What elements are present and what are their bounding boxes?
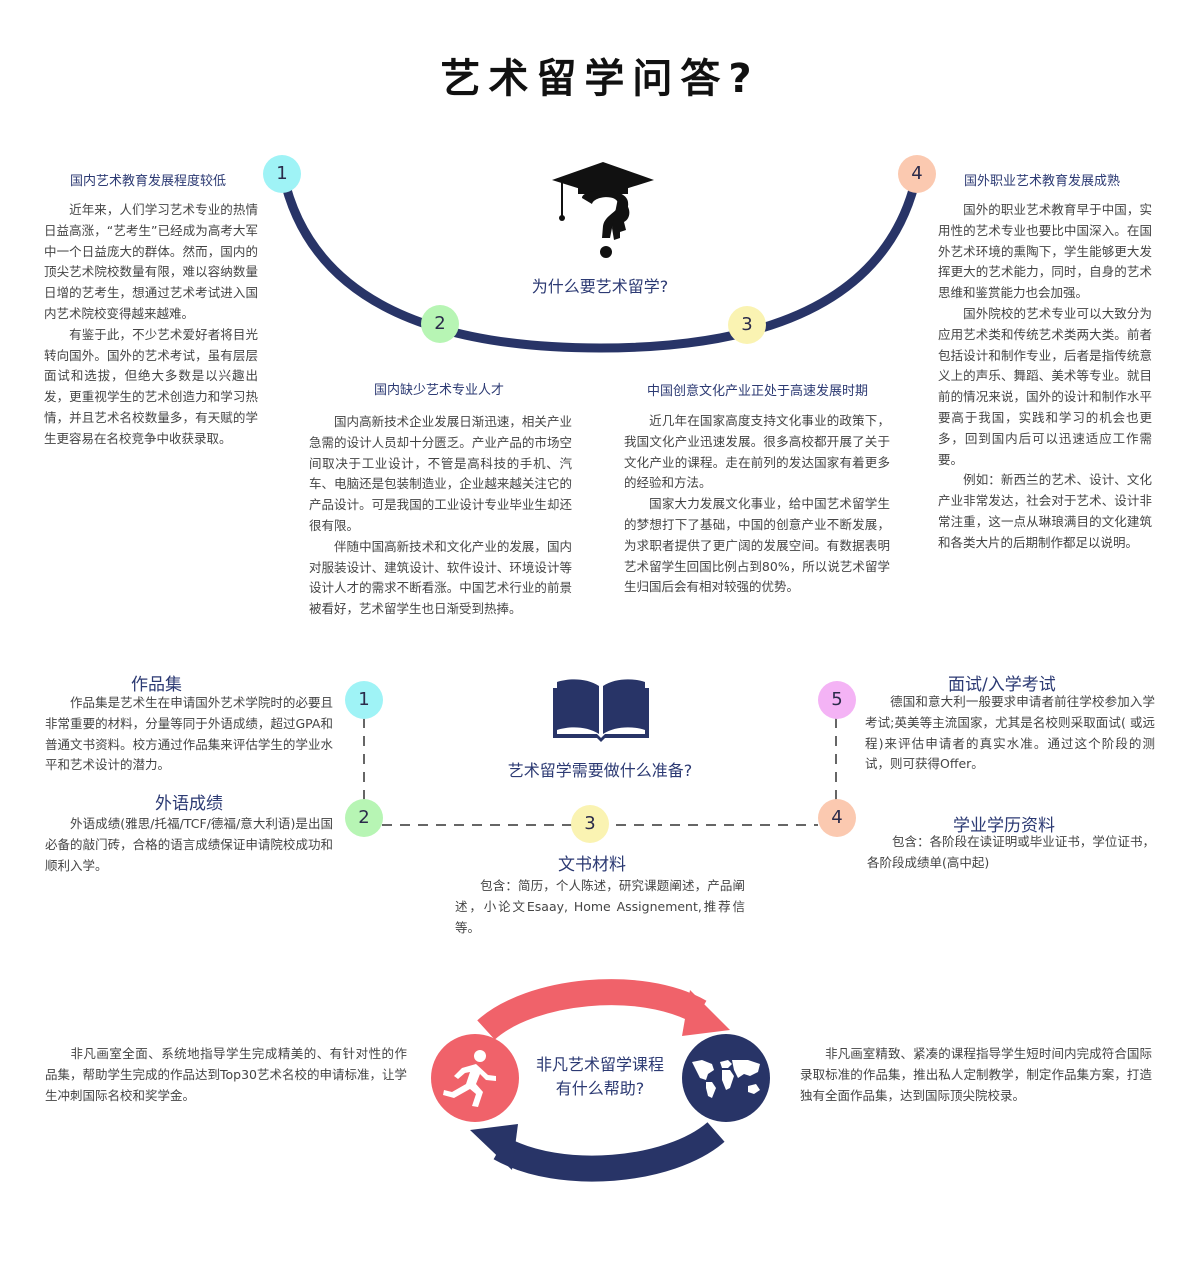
section1-badge-4: 4	[898, 155, 936, 193]
section1-text-4-p1: 国外的职业艺术教育早于中国，实用性的艺术专业也要比中国深入。在国外艺术环境的熏陶…	[938, 202, 1152, 301]
section2-center-label: 艺术留学需要做什么准备?	[507, 761, 693, 780]
section2-heading-5: 面试/入学考试	[948, 675, 1056, 695]
section2-heading-3: 文书材料	[558, 855, 626, 875]
section1-text-3-p2: 国家大力发展文化事业，给中国艺术留学生的梦想打下了基础，中国的创意产业不断发展，…	[624, 496, 890, 595]
section2-heading-2: 外语成绩	[155, 794, 223, 814]
section3-center-label-line2: 有什么帮助?	[555, 1079, 645, 1098]
section1-text-3: 近几年在国家高度支持文化事业的政策下，我国文化产业迅速发展。很多高校都开展了关于…	[624, 411, 890, 598]
section1-heading-3: 中国创意文化产业正处于高速发展时期	[647, 384, 869, 399]
section2-text-2: 外语成绩(雅思/托福/TCF/德福/意大利语)是出国必备的敲门砖，合格的语言成绩…	[45, 816, 333, 873]
section2-badge-5: 5	[818, 681, 856, 719]
section1-text-4-p3: 例如：新西兰的艺术、设计、文化产业非常发达，社会对于艺术、设计非常注重，这一点从…	[938, 472, 1152, 550]
section1-text-4-p2: 国外院校的艺术专业可以大致分为应用艺术类和传统艺术类两大类。前者包括设计和制作专…	[938, 305, 1152, 467]
section1-heading-1: 国内艺术教育发展程度较低	[70, 174, 227, 189]
section2-heading-1: 作品集	[131, 675, 182, 695]
section2-badge-1: 1	[345, 681, 383, 719]
section1-text-1-p1: 近年来，人们学习艺术专业的热情日益高涨，“艺考生”已经成为高考大军中一个日益庞大…	[44, 202, 258, 321]
section2-badge-3: 3	[571, 805, 609, 843]
section2-badge-2: 2	[345, 799, 383, 837]
graduation-cap-question-icon	[552, 162, 654, 258]
page-title: 艺术留学问答?	[440, 56, 760, 102]
section1-center-label: 为什么要艺术留学?	[531, 277, 669, 296]
section2-text-3: 包含：简历，个人陈述，研究课题阐述，产品阐述，小论文Esaay, Home As…	[455, 878, 745, 935]
section1-badge-2: 2	[421, 305, 459, 343]
section1-text-4: 国外的职业艺术教育早于中国，实用性的艺术专业也要比中国深入。在国外艺术环境的熏陶…	[938, 200, 1152, 554]
section1-text-3-p1: 近几年在国家高度支持文化事业的政策下，我国文化产业迅速发展。很多高校都开展了关于…	[624, 413, 890, 491]
section1-text-1-p2: 有鉴于此，不少艺术爱好者将目光转向国外。国外的艺术考试，虽有层层面试和选拔，但绝…	[44, 326, 258, 446]
section1-text-2-p2: 伴随中国高新技术和文化产业的发展，国内对服装设计、建筑设计、软件设计、环境设计等…	[309, 538, 572, 617]
section1-text-1: 近年来，人们学习艺术专业的热情日益高涨，“艺考生”已经成为高考大军中一个日益庞大…	[44, 200, 258, 450]
world-map-icon	[692, 1060, 760, 1098]
section2-heading-4: 学业学历资料	[953, 816, 1055, 836]
section2-text-4: 包含：各阶段在读证明或毕业证书，学位证书，各阶段成绩单(高中起)	[867, 834, 1155, 870]
section1-badge-3: 3	[728, 306, 766, 344]
open-book-icon	[553, 679, 649, 742]
section2-text-1: 作品集是艺术生在申请国外艺术学院时的必要且非常重要的材料，分量等同于外语成绩，超…	[45, 695, 333, 773]
section1-heading-2: 国内缺少艺术专业人才	[374, 383, 505, 398]
section1-heading-4: 国外职业艺术教育发展成熟	[964, 174, 1121, 189]
section1-badge-1: 1	[263, 155, 301, 193]
section3-center-label-line1: 非凡艺术留学课程	[535, 1055, 664, 1074]
section1-arc	[278, 169, 922, 353]
section1-text-2: 国内高新技术企业发展日渐迅速，相关产业急需的设计人员却十分匮乏。产业产品的市场空…	[309, 412, 572, 620]
section2-text-5: 德国和意大利一般要求申请者前往学校参加入学考试;英美等主流国家，尤其是名校则采取…	[865, 694, 1155, 772]
section3-left-text: 非凡画室全面、系统地指导学生完成精美的、有针对性的作品集，帮助学生完成的作品达到…	[45, 1046, 408, 1103]
section2-badge-4: 4	[818, 799, 856, 837]
section3-right-text: 非凡画室精致、紧凑的课程指导学生短时间内完成符合国际录取标准的作品集，推出私人定…	[800, 1046, 1152, 1103]
section1-text-2-p1: 国内高新技术企业发展日渐迅速，相关产业急需的设计人员却十分匮乏。产业产品的市场空…	[309, 414, 572, 533]
runner-icon	[443, 1050, 496, 1107]
